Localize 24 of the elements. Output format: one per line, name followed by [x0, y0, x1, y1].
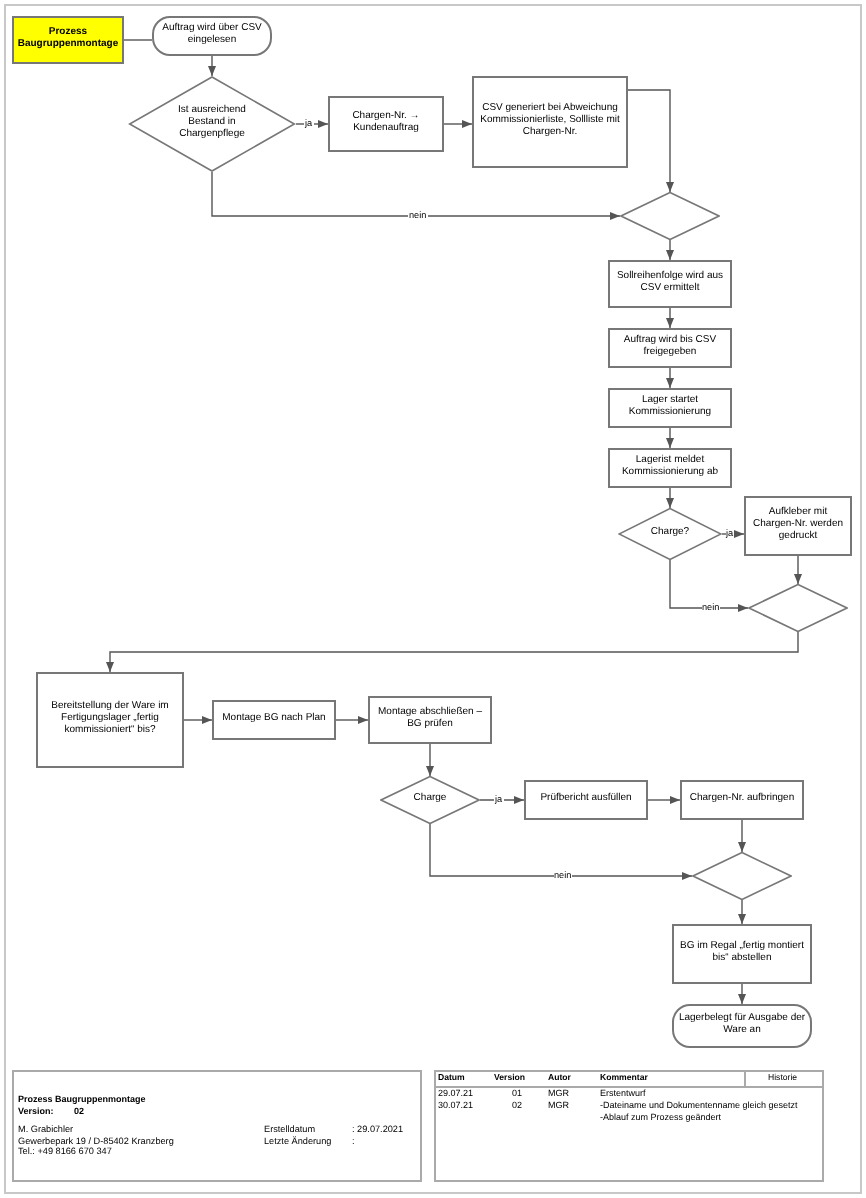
decision-diamond — [692, 852, 792, 900]
connector-arrow — [666, 307, 674, 329]
connector-arrow — [738, 819, 746, 853]
connector-arrow — [443, 120, 473, 128]
connector-arrow — [627, 89, 674, 193]
connector-arrow — [183, 716, 213, 724]
connector-arrow — [426, 743, 434, 777]
connector-arrow — [106, 631, 799, 673]
connector-arrow — [666, 427, 674, 449]
connector-arrow — [721, 530, 745, 538]
connector-arrow — [335, 716, 369, 724]
connector-arrow — [208, 55, 216, 77]
connector-arrow — [429, 823, 693, 880]
decision-diamond — [620, 192, 720, 240]
decision-diamond — [748, 584, 848, 632]
connector-arrow — [211, 171, 621, 220]
connector-arrow — [647, 796, 681, 804]
connector-arrow — [666, 367, 674, 389]
connector-arrow — [738, 983, 746, 1005]
connector-arrow — [794, 555, 802, 585]
connector-arrow — [666, 487, 674, 509]
connector-arrow — [669, 559, 749, 612]
connector-arrow — [738, 899, 746, 925]
connector-arrow — [666, 239, 674, 261]
